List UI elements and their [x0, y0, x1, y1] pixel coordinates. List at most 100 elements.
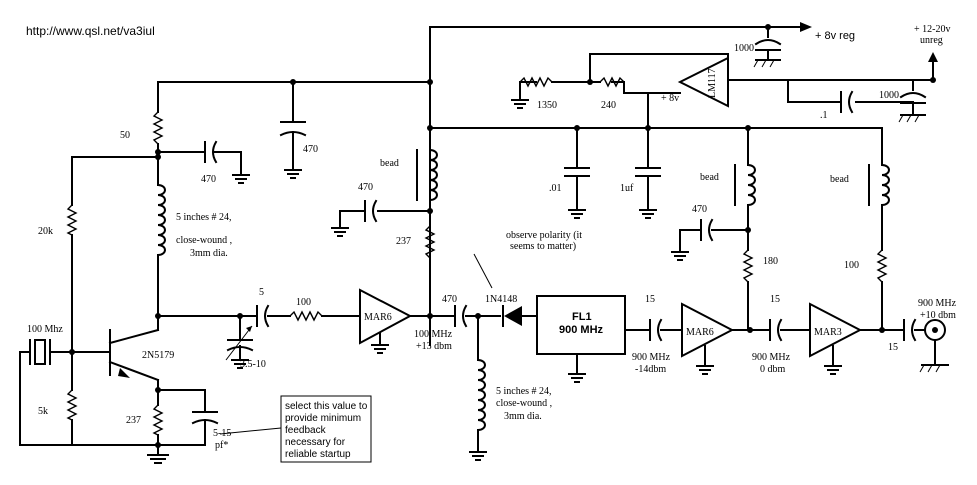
svg-text:MAR6: MAR6 [364, 312, 392, 323]
c-trim-label-2: pf* [215, 440, 228, 451]
c-470-amp1-label: 470 [358, 182, 373, 193]
output-label-2: +10 dbm [920, 310, 956, 321]
feedback-note: select this value to provide minimum fee… [219, 395, 372, 463]
capacitor-470-amp1 [331, 199, 431, 237]
doubler-coil-3: 3mm dia. [504, 411, 542, 422]
reg-out-label: + 8v [661, 93, 679, 104]
capacitor-5pf [256, 304, 270, 328]
r-5k-label: 5k [38, 406, 48, 417]
resistor-240 [599, 76, 625, 88]
capacitor-470-osc [204, 140, 250, 184]
polarity-note-1: observe polarity (it [506, 230, 582, 241]
c-01-label: .01 [549, 183, 562, 194]
resistor-237-emitter [147, 404, 169, 464]
svg-text:MAR6: MAR6 [686, 327, 714, 338]
capacitor-1000-top [753, 26, 782, 68]
resistor-5k [66, 389, 78, 421]
r-50-label: 50 [120, 130, 130, 141]
r-1350-label: 1350 [537, 100, 557, 111]
capacitor-0-01 [564, 127, 590, 219]
polarity-leader [473, 253, 493, 289]
bead-amp2-label: bead [700, 172, 719, 183]
doubler-coil-1: 5 inches # 24, [496, 386, 552, 397]
svg-text:900 MHz: 900 MHz [559, 324, 604, 336]
amp1-out-label-1: 100 MHz [414, 329, 453, 340]
amp2-in-label-2: -14dbm [635, 364, 666, 375]
crystal-label: 100 Mhz [27, 324, 63, 335]
svg-text:provide minimum: provide minimum [285, 413, 361, 424]
c-470-doubler-label: 470 [442, 294, 457, 305]
input-voltage-label: + 12-20v [914, 24, 950, 35]
mar3-amp3: MAR3 [769, 302, 905, 375]
c-1uf-label: 1uf [620, 183, 634, 194]
resistor-237-amp1 [424, 199, 436, 259]
transistor-label: 2N5179 [142, 350, 174, 361]
ground-icon [511, 99, 529, 109]
oscillator-wiring [19, 81, 361, 456]
capacitor-1000-right [898, 79, 927, 123]
resistor-1350 [519, 76, 553, 88]
filter-fl1: FL1 900 MHz [536, 295, 651, 383]
transistor-2n5179 [108, 328, 160, 382]
c-01uf-label: .1 [820, 110, 828, 121]
output-label-1: 900 MHz [918, 298, 957, 309]
diode-1n4148 [502, 305, 538, 327]
inductor-doubler-coil [476, 358, 486, 432]
r-240-label: 240 [601, 100, 616, 111]
c-1000-right-label: 1000 [879, 90, 899, 101]
capacitor-470-rail [279, 121, 307, 179]
svg-text:necessary for: necessary for [285, 437, 346, 448]
c-470-a-label: 470 [201, 174, 216, 185]
c-var-label: 3.5-10 [240, 359, 266, 370]
amp3-bias [868, 127, 890, 331]
capacitor-5-15pf [191, 411, 219, 425]
c-470-b-label: 470 [303, 144, 318, 155]
r-237-osc-label: 237 [126, 415, 141, 426]
svg-text:feedback: feedback [285, 425, 327, 436]
r-180-label: 180 [763, 256, 778, 267]
coil-spec-3: 3mm dia. [190, 248, 228, 259]
diode-label: 1N4148 [485, 294, 517, 305]
coil-spec-1: 5 inches # 24, [176, 212, 232, 223]
amp2-bias [671, 127, 756, 331]
c-15-amp2-label: 15 [645, 294, 655, 305]
doubler-coil-2: close-wound , [496, 398, 552, 409]
crystal-100mhz [29, 339, 51, 365]
inductor-bead-amp1 [416, 148, 438, 202]
r-237-amp1-label: 237 [396, 236, 411, 247]
c-15-amp3-in-label: 15 [770, 294, 780, 305]
r-100-amp3-label: 100 [844, 260, 859, 271]
c-5-label: 5 [259, 287, 264, 298]
capacitor-0-1 [840, 90, 854, 114]
svg-text:MAR3: MAR3 [814, 327, 842, 338]
8v-reg-label: + 8v reg [815, 30, 855, 42]
output-connector [903, 318, 949, 373]
c-470-amp2-label: 470 [692, 204, 707, 215]
amp3-in-label-2: 0 dbm [760, 364, 786, 375]
resistor-50 [152, 111, 164, 145]
input-unreg-label: unreg [920, 35, 943, 46]
amp1-out-label-2: +13 dbm [416, 341, 452, 352]
svg-text:reliable startup: reliable startup [285, 449, 351, 460]
capacitor-1uf [635, 127, 661, 219]
mar6-amp2: MAR6 [649, 302, 771, 375]
amp3-in-label-1: 900 MHz [752, 352, 791, 363]
r-20k-label: 20k [38, 226, 53, 237]
capacitor-variable [225, 325, 254, 369]
doubler-wiring [454, 304, 501, 461]
resistor-20k [66, 204, 78, 236]
c-15-out-label: 15 [888, 342, 898, 353]
coil-spec-2: close-wound , [176, 235, 232, 246]
bead-amp3-label: bead [830, 174, 849, 185]
r-100-osc-label: 100 [296, 297, 311, 308]
svg-text:select this value to: select this value to [285, 401, 368, 412]
source-url: http://www.qsl.net/va3iul [26, 24, 155, 38]
svg-text:LM117: LM117 [707, 68, 718, 98]
polarity-note-2: seems to matter) [510, 241, 576, 252]
lm117-regulator: LM117 [677, 56, 729, 108]
inductor-osc-coil [156, 183, 166, 257]
svg-text:FL1: FL1 [572, 311, 592, 323]
mar6-amp1: MAR6 [359, 288, 456, 354]
c-1000-top-label: 1000 [734, 43, 754, 54]
